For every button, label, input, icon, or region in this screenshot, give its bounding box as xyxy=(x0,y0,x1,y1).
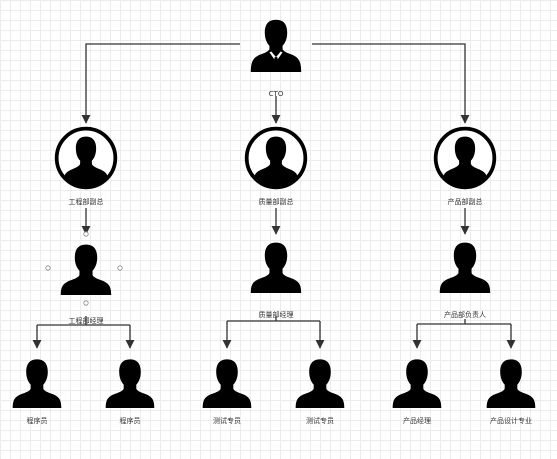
user-circle-icon xyxy=(244,126,308,190)
node-label: 工程部经理 xyxy=(69,316,104,325)
resize-handle-bottom[interactable] xyxy=(83,300,89,306)
user-circle-icon xyxy=(433,126,497,190)
user-icon xyxy=(12,359,62,408)
node-label: 质量部经理 xyxy=(259,310,294,319)
user-icon xyxy=(439,242,491,293)
resize-handle-left[interactable] xyxy=(45,265,51,271)
node-qa-report-1[interactable]: 测试专员 xyxy=(202,359,252,425)
node-label: 质量部副总 xyxy=(259,197,294,206)
node-label: 产品部副总 xyxy=(448,197,483,206)
resize-handle-top[interactable] xyxy=(83,231,89,237)
user-icon xyxy=(486,359,536,408)
node-eng-report-1[interactable]: 程序员 xyxy=(12,359,62,425)
user-icon xyxy=(60,244,112,295)
node-eng-deputy[interactable]: 工程部副总 xyxy=(54,126,118,206)
node-label: 产品设计专业 xyxy=(490,416,532,425)
node-label: 程序员 xyxy=(120,416,141,425)
node-prod-deputy[interactable]: 产品部副总 xyxy=(433,126,497,206)
node-label: 测试专员 xyxy=(306,416,334,425)
user-icon xyxy=(295,359,345,408)
node-cto[interactable]: CTO xyxy=(250,19,302,98)
connector-qa-manager-to-reports xyxy=(227,316,320,322)
node-prod-report-1[interactable]: 产品经理 xyxy=(392,359,442,425)
connector-prod-manager-to-reports xyxy=(417,319,511,325)
node-qa-manager[interactable]: 质量部经理 xyxy=(250,242,302,319)
node-label: 测试专员 xyxy=(213,416,241,425)
businessman-icon xyxy=(250,19,302,72)
connector-eng-manager-to-reports xyxy=(37,316,130,326)
node-label: 产品经理 xyxy=(403,416,431,425)
node-prod-manager[interactable]: 产品部负责人 xyxy=(439,242,491,319)
node-eng-report-2[interactable]: 程序员 xyxy=(105,359,155,425)
node-prod-report-2[interactable]: 产品设计专业 xyxy=(486,359,536,425)
node-label: 程序员 xyxy=(27,416,48,425)
resize-handle-right[interactable] xyxy=(117,265,123,271)
user-icon xyxy=(250,242,302,293)
connector-cto-to-eng-deputy xyxy=(81,43,240,124)
node-label: 工程部副总 xyxy=(69,197,104,206)
node-label: 产品部负责人 xyxy=(444,310,486,319)
connector-cto-to-prod-deputy xyxy=(312,43,470,124)
node-eng-manager[interactable]: 工程部经理 xyxy=(45,231,123,325)
node-label: CTO xyxy=(269,90,284,98)
user-icon xyxy=(202,359,252,408)
user-icon xyxy=(392,359,442,408)
user-circle-icon xyxy=(54,126,118,190)
node-qa-report-2[interactable]: 测试专员 xyxy=(295,359,345,425)
user-icon xyxy=(105,359,155,408)
node-qa-deputy[interactable]: 质量部副总 xyxy=(244,126,308,206)
